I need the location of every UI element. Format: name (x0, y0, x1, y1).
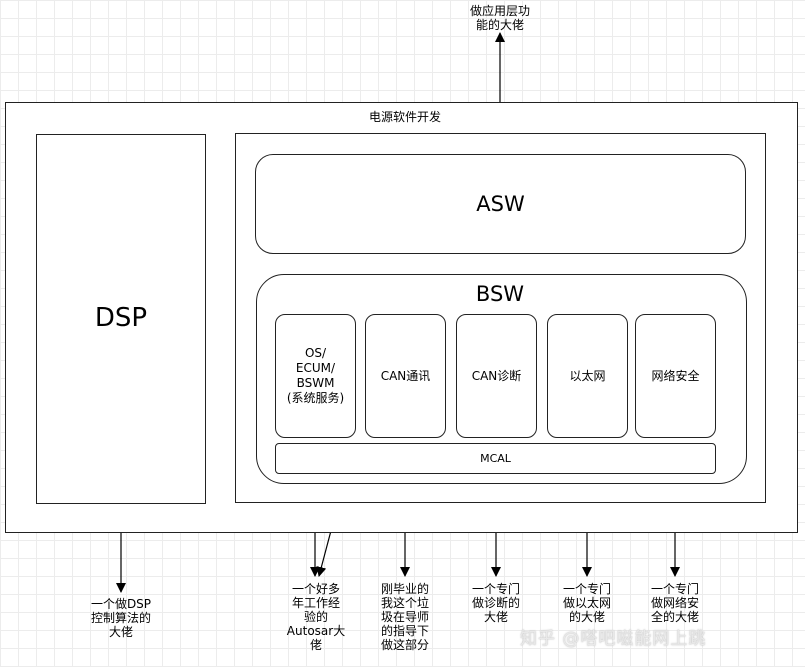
asw-block: ASW (255, 154, 746, 254)
module-ethernet: 以太网 (547, 314, 628, 438)
top-note: 做应用层功 能的大佬 (469, 4, 530, 32)
dsp-label: DSP (94, 303, 148, 333)
note-dsp: 一个做DSP 控制算法的 大佬 (90, 597, 152, 639)
module-can-comm: CAN通讯 (365, 314, 446, 438)
note-can-comm: 刚毕业的 我这个垃 圾在导师 的指导下 做这部分 (380, 582, 429, 652)
bsw-label: BSW (475, 282, 525, 306)
note-ethernet: 一个专门 做以太网 的大佬 (562, 582, 611, 624)
dsp-block: DSP (36, 134, 206, 504)
module-os-ecum-bswm: OS/ ECUM/ BSWM (系统服务) (275, 314, 356, 438)
note-os: 一个好多 年工作经 验的 Autosar大 佬 (286, 582, 346, 652)
module-can-diag: CAN诊断 (456, 314, 537, 438)
watermark: 知乎 @嗒吧嗞能网上跳 (520, 629, 707, 649)
outer-title: 电源软件开发 (368, 110, 441, 124)
note-security: 一个专门 做网络安 全的大佬 (650, 582, 699, 624)
mcal-block: MCAL (275, 443, 716, 474)
note-can-diag: 一个专门 做诊断的 大佬 (471, 582, 520, 624)
module-network-security: 网络安全 (635, 314, 716, 438)
asw-label: ASW (476, 192, 525, 216)
